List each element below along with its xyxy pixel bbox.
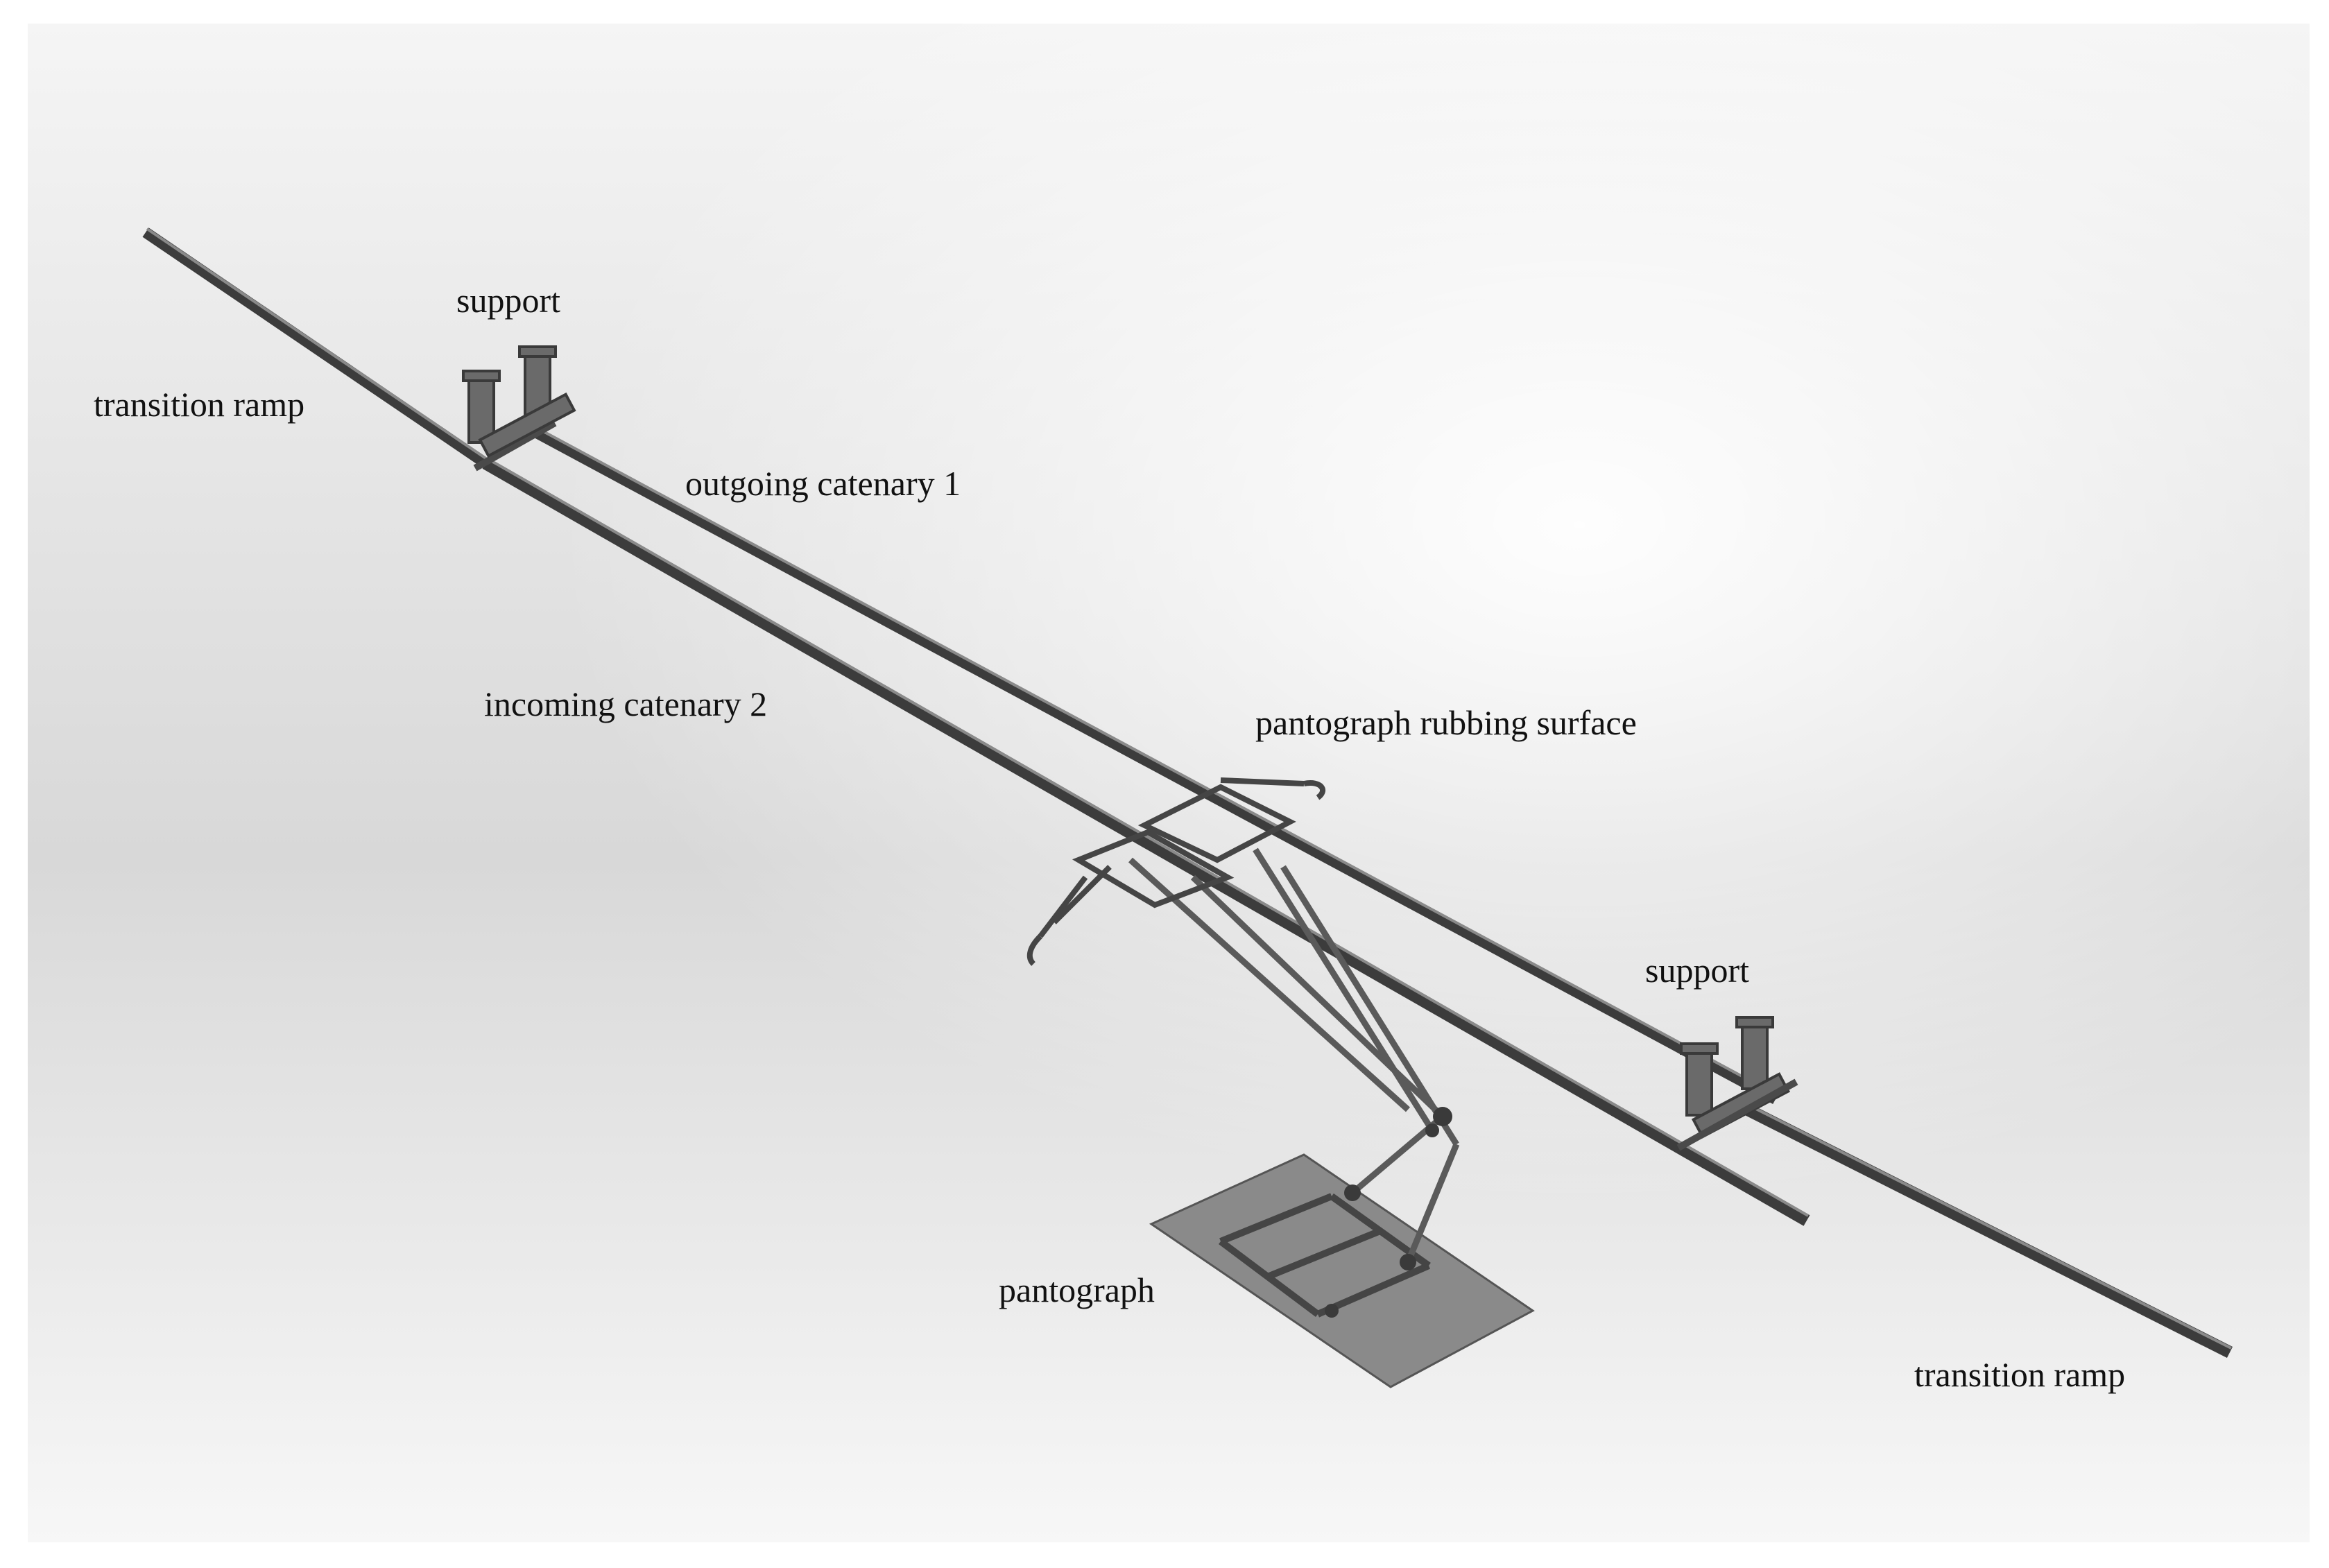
support-right-label: support xyxy=(1645,951,1749,990)
incoming-catenary-label: incoming catenary 2 xyxy=(484,684,768,723)
incoming-catenary-2-rail xyxy=(482,457,1810,1226)
pantograph-head xyxy=(1026,777,1325,966)
pantograph-frame xyxy=(1219,1193,1431,1318)
rubbing-surface-label: pantograph rubbing surface xyxy=(1255,703,1637,742)
support-left-label: support xyxy=(456,281,560,320)
outgoing-catenary-1-rail xyxy=(531,426,2233,1359)
transition-ramp-left-label: transition ramp xyxy=(94,385,305,424)
transition-ramp-left-rail xyxy=(142,227,489,468)
left-cross-bar xyxy=(473,420,557,472)
background-glow xyxy=(28,24,2310,1542)
transition-ramp-right-label: transition ramp xyxy=(1914,1355,2126,1394)
support-right-structure xyxy=(1676,1016,1798,1151)
outgoing-catenary-label: outgoing catenary 1 xyxy=(685,464,961,503)
support-left-structure xyxy=(462,345,576,458)
pantograph-label: pantograph xyxy=(999,1270,1155,1309)
pantograph-joints xyxy=(1325,1107,1452,1318)
pantograph-base-plate xyxy=(1149,1153,1535,1388)
pantograph-arms xyxy=(1128,847,1460,1264)
